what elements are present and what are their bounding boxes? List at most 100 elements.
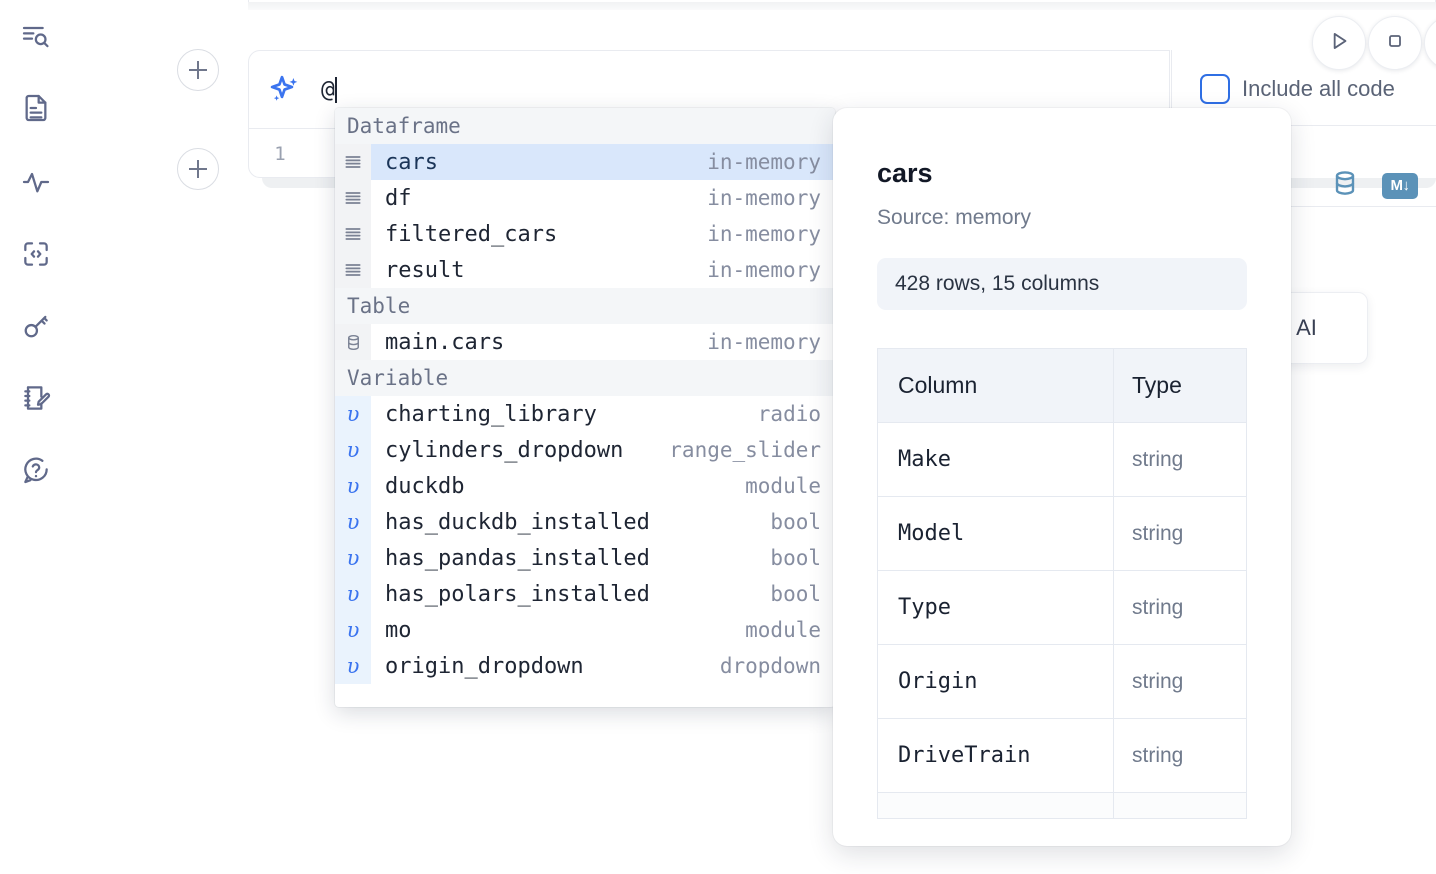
database-icon[interactable] [1330, 168, 1360, 203]
autocomplete-item-type: bool [770, 582, 821, 606]
ai-prompt-input[interactable]: @ [321, 76, 335, 103]
variable-icon: υ [335, 432, 371, 468]
autocomplete-item-name: has_duckdb_installed [385, 509, 650, 535]
doc-table-cell-type: string [1132, 447, 1184, 471]
doc-table-row: Origin string [878, 645, 1246, 719]
autocomplete-item-type: module [745, 474, 821, 498]
add-cell-above-button[interactable] [177, 49, 219, 91]
help-chat-icon [20, 454, 52, 486]
autocomplete-item[interactable]: df in-memory [335, 180, 835, 216]
autocomplete-item-name: has_pandas_installed [385, 545, 650, 571]
sparkles-icon [267, 72, 303, 108]
doc-table-cell-type: string [1132, 669, 1184, 693]
autocomplete-item[interactable]: υ cylinders_dropdown range_slider [335, 432, 835, 468]
sidebar-item-scratchpad[interactable] [14, 376, 58, 420]
sidebar-item-help[interactable] [14, 448, 58, 492]
more-actions-button[interactable] [1424, 16, 1436, 70]
plus-icon [189, 61, 207, 79]
sidebar-item-activity[interactable] [14, 160, 58, 204]
variable-icon: υ [335, 576, 371, 612]
autocomplete-item-type: dropdown [719, 654, 821, 678]
doc-table-cell-column: Make [878, 423, 1114, 496]
toolbar-rule-bottom [1172, 206, 1436, 207]
include-all-code-checkbox[interactable] [1200, 74, 1230, 104]
autocomplete-item-name: main.cars [385, 329, 505, 355]
run-cell-button[interactable] [1312, 16, 1366, 70]
autocomplete-item[interactable]: υ has_polars_installed bool [335, 576, 835, 612]
autocomplete-item-name: cylinders_dropdown [385, 437, 624, 463]
autocomplete-item-name: duckdb [385, 473, 465, 499]
cell-output-toolbar: M↓ [1330, 168, 1418, 203]
autocomplete-item-type: in-memory [707, 186, 821, 210]
ai-prompt-row[interactable]: @ [249, 51, 1169, 128]
dataframe-icon [335, 180, 371, 216]
sidebar-item-secrets[interactable] [14, 304, 58, 348]
variable-icon: υ [335, 468, 371, 504]
toolbar-rule-top [1172, 125, 1436, 126]
play-icon [1326, 28, 1352, 59]
line-number: 1 [274, 143, 286, 165]
doc-table-header-type: Type [1132, 372, 1182, 398]
doc-title: cars [877, 158, 933, 188]
autocomplete-item-type: radio [757, 402, 821, 426]
doc-table-cell-column: Type [878, 571, 1114, 644]
autocomplete-group-header: Dataframe [335, 108, 835, 144]
doc-table-row-clipped [878, 793, 1246, 819]
file-text-icon [20, 92, 52, 124]
autocomplete-item-type: module [745, 618, 821, 642]
scratchpad-edit-icon [20, 382, 52, 414]
markdown-icon[interactable]: M↓ [1382, 172, 1418, 199]
dataframe-icon [335, 216, 371, 252]
autocomplete-item-name: has_polars_installed [385, 581, 650, 607]
add-cell-below-button[interactable] [177, 148, 219, 190]
variable-icon: υ [335, 504, 371, 540]
doc-table-cell-type [1114, 793, 1246, 818]
autocomplete-item-type: in-memory [707, 330, 821, 354]
stop-square-icon [1383, 29, 1407, 58]
autocomplete-group-header: Table [335, 288, 835, 324]
doc-table-cell-column: DriveTrain [878, 719, 1114, 792]
doc-table-cell-type: string [1132, 743, 1184, 767]
plus-icon [189, 160, 207, 178]
autocomplete-item-name: mo [385, 617, 412, 643]
sidebar-item-outline[interactable] [14, 14, 58, 58]
documentation-panel: cars Source: memory 428 rows, 15 columns… [833, 108, 1291, 846]
dataframe-icon [335, 252, 371, 288]
autocomplete-item-name: cars [385, 149, 438, 175]
database-icon [335, 324, 371, 360]
sidebar-item-file[interactable] [14, 86, 58, 130]
autocomplete-item-name: df [385, 185, 412, 211]
code-snippet-icon [20, 238, 52, 270]
sidebar-item-snippets[interactable] [14, 232, 58, 276]
toolbar-vertical-rule [1171, 50, 1172, 125]
doc-table-row: Make string [878, 423, 1246, 497]
variable-icon: υ [335, 396, 371, 432]
autocomplete-item-type: range_slider [669, 438, 821, 462]
include-all-code-control[interactable]: Include all code [1200, 72, 1395, 106]
code-editor-line[interactable]: 1 [249, 129, 1169, 179]
autocomplete-item-name: result [385, 257, 465, 283]
text-caret [334, 76, 337, 103]
autocomplete-item[interactable]: main.cars in-memory [335, 324, 835, 360]
doc-source: Source: memory [877, 206, 1032, 229]
autocomplete-group-header: Variable [335, 360, 835, 396]
markdown-letter: M [1390, 177, 1404, 194]
doc-table-cell-column: Origin [878, 645, 1114, 718]
doc-table-cell-type: string [1132, 521, 1184, 545]
stop-cell-button[interactable] [1368, 16, 1422, 70]
